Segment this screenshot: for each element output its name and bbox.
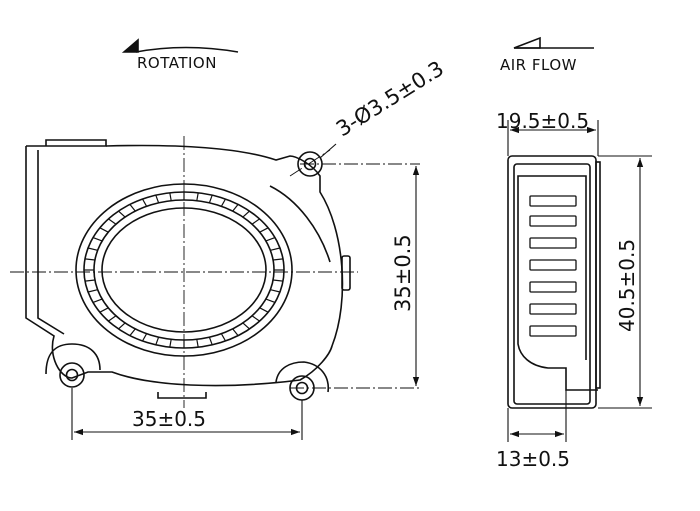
side-height-dimension: 40.5±0.5 bbox=[615, 239, 639, 332]
impeller-blade bbox=[196, 192, 199, 201]
impeller-blade bbox=[169, 339, 172, 348]
impeller-blade bbox=[232, 328, 239, 336]
impeller-blade bbox=[259, 227, 269, 233]
impeller-blade bbox=[251, 315, 260, 322]
impeller-blade bbox=[169, 192, 172, 201]
airflow-label: AIR FLOW bbox=[500, 56, 577, 74]
vent-slots bbox=[529, 195, 577, 337]
impeller-blade bbox=[259, 307, 269, 313]
impeller-blade bbox=[108, 315, 117, 322]
fan-side-view bbox=[507, 155, 601, 409]
rotation-label: ROTATION bbox=[137, 54, 217, 72]
mount-hole-bottom-left bbox=[45, 343, 101, 388]
impeller-blade bbox=[108, 218, 117, 225]
hole-spec-label: 3-Ø3.5±0.3 bbox=[332, 56, 448, 141]
impeller-blade bbox=[208, 194, 213, 204]
impeller-blade bbox=[242, 322, 250, 330]
impeller-blade bbox=[84, 279, 95, 282]
impeller-blade bbox=[270, 289, 281, 293]
impeller-blade bbox=[270, 247, 281, 251]
impeller-blade bbox=[99, 227, 109, 233]
front-width-dimension: 35±0.5 bbox=[132, 407, 206, 431]
impeller-blade bbox=[92, 237, 103, 242]
impeller-blade bbox=[265, 237, 276, 242]
impeller-blade bbox=[242, 210, 250, 218]
impeller-blade bbox=[220, 333, 227, 342]
impeller-blade bbox=[273, 258, 284, 261]
impeller-blade bbox=[155, 336, 160, 346]
impeller-blade bbox=[141, 198, 148, 207]
impeller-blade bbox=[118, 210, 126, 218]
rotation-arrow-icon bbox=[121, 38, 239, 53]
impeller-blade bbox=[220, 198, 227, 207]
impeller-blade bbox=[141, 333, 148, 342]
mount-hole-bottom-right bbox=[275, 361, 329, 401]
impeller-blade bbox=[92, 298, 103, 303]
centerlines bbox=[10, 136, 420, 408]
impeller-blade bbox=[208, 336, 213, 346]
impeller-blade bbox=[232, 204, 239, 212]
outlet-width-dimension: 13±0.5 bbox=[496, 447, 570, 471]
impeller-blade bbox=[99, 307, 109, 313]
side-thickness-dimension: 19.5±0.5 bbox=[496, 109, 589, 133]
impeller-blade bbox=[118, 322, 126, 330]
impeller-blade bbox=[155, 194, 160, 204]
impeller-blade bbox=[87, 247, 98, 251]
impeller-blade bbox=[84, 258, 95, 261]
impeller-blade bbox=[196, 339, 199, 348]
fan-front-view bbox=[25, 139, 351, 401]
impeller-blade bbox=[129, 328, 136, 336]
impeller-blade bbox=[87, 289, 98, 293]
impeller-blade bbox=[265, 298, 276, 303]
airflow-arrow-icon bbox=[513, 36, 594, 49]
impeller-blade bbox=[251, 218, 260, 225]
front-dimension-lines bbox=[71, 143, 420, 440]
impeller-blade bbox=[129, 204, 136, 212]
side-dimension-lines bbox=[507, 120, 652, 442]
impeller-blade bbox=[273, 279, 284, 282]
front-height-dimension: 35±0.5 bbox=[391, 234, 415, 312]
